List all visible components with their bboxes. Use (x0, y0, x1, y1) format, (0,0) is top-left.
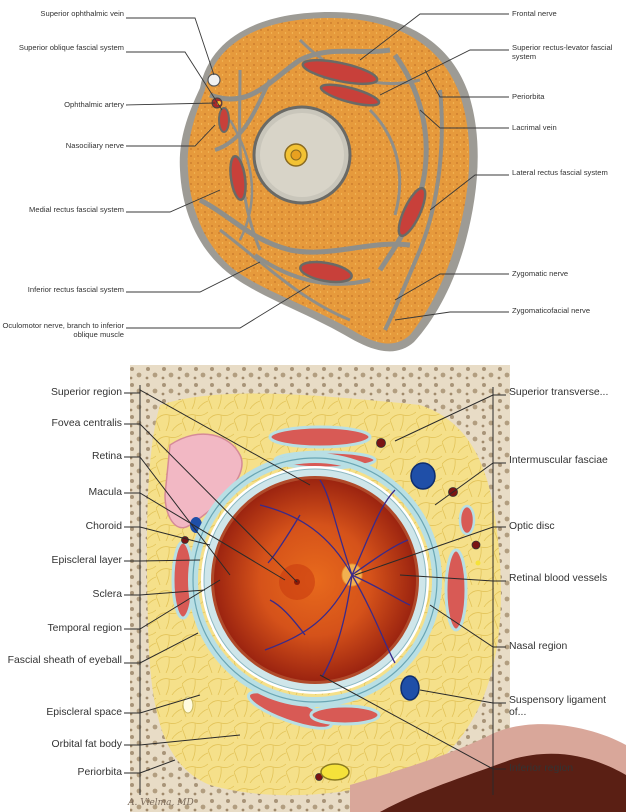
label-retinal-blood-vessels: Retinal blood vessels (509, 573, 608, 584)
label-optic-disc: Optic disc (509, 521, 555, 532)
label-fascial-sheath-of-eyeball: Fascial sheath of eyeball (7, 655, 122, 666)
inferior-oblique-b (309, 704, 381, 726)
superior-rectus-b (268, 425, 372, 449)
label-inferior-region: Inferior region (509, 763, 574, 774)
eyeball-coronal-section-illustration (130, 365, 626, 812)
superior-oblique-b (458, 504, 476, 536)
label-zygomatic-nerve: Zygomatic nerve (512, 269, 569, 278)
retina-disc (214, 479, 416, 681)
label-periorbita-bottom: Periorbita (77, 767, 122, 778)
label-orbital-fat-body: Orbital fat body (51, 739, 122, 750)
retinal-vessels (259, 479, 411, 678)
label-choroid: Choroid (85, 521, 122, 532)
superior-ophthalmic-vein-b (410, 462, 436, 490)
label-ophthalmic-artery: Ophthalmic artery (64, 100, 124, 109)
bottom-leader-lines (124, 385, 506, 795)
label-superior-ophthalmic-vein: Superior ophthalmic vein (40, 9, 124, 18)
label-intermuscular-fasciae: Intermuscular fasciae (509, 455, 608, 466)
medial-rectus-b (444, 548, 468, 632)
fascial-septa (198, 38, 444, 331)
label-suspensory-ligament: Suspensory ligament of... (509, 695, 607, 719)
top-leader-lines (125, 13, 509, 329)
label-episcleral-space: Episcleral space (46, 707, 122, 718)
label-lacrimal-vein: Lacrimal vein (512, 123, 557, 132)
label-periorbita: Periorbita (512, 92, 545, 101)
label-superior-oblique-fascial-system: Superior oblique fascial system (18, 43, 124, 52)
label-superior-rectus-levator-fascial-system: Superior rectus-levator fascial system (512, 43, 613, 61)
lateral-rectus-muscle (397, 186, 427, 238)
label-zygomaticofacial-nerve: Zygomaticofacial nerve (512, 306, 591, 315)
label-superior-transverse: Superior transverse... (509, 387, 609, 398)
label-oculomotor-nerve: Oculomotor nerve, branch to inferior obl… (2, 321, 124, 339)
label-nasociliary-nerve: Nasociliary nerve (65, 141, 124, 150)
illustrator-signature: A. Vielma, MD (128, 798, 194, 808)
orbit-cross-section-illustration (179, 12, 478, 352)
label-inferior-rectus-fascial-system: Inferior rectus fascial system (27, 285, 124, 294)
label-superior-region: Superior region (50, 387, 122, 398)
label-episcleral-layer: Episcleral layer (51, 555, 122, 566)
eyeball-coronal-section-panel: Superior region Fovea centralis Retina M… (0, 365, 626, 812)
medial-rectus-muscle (229, 154, 247, 202)
levator-muscle (319, 83, 381, 107)
label-macula: Macula (88, 487, 123, 498)
dark-tissue (380, 753, 626, 812)
label-temporal-region: Temporal region (47, 623, 122, 634)
label-fovea-centralis: Fovea centralis (51, 418, 122, 429)
inferior-rectus-muscle (299, 260, 353, 284)
label-medial-rectus-fascial-system: Medial rectus fascial system (29, 205, 124, 214)
label-frontal-nerve: Frontal nerve (512, 9, 557, 18)
label-nasal-region: Nasal region (509, 641, 568, 652)
label-retina: Retina (91, 451, 122, 462)
label-lateral-rectus-fascial-system: Lateral rectus fascial system (512, 168, 608, 177)
label-sclera: Sclera (92, 589, 122, 600)
superior-rectus-muscle (301, 58, 379, 86)
inferior-ophthalmic-vein-b (400, 675, 420, 701)
superior-oblique-muscle (218, 107, 230, 133)
orbit-cross-section-panel: Superior ophthalmic vein Superior obliqu… (0, 0, 626, 362)
